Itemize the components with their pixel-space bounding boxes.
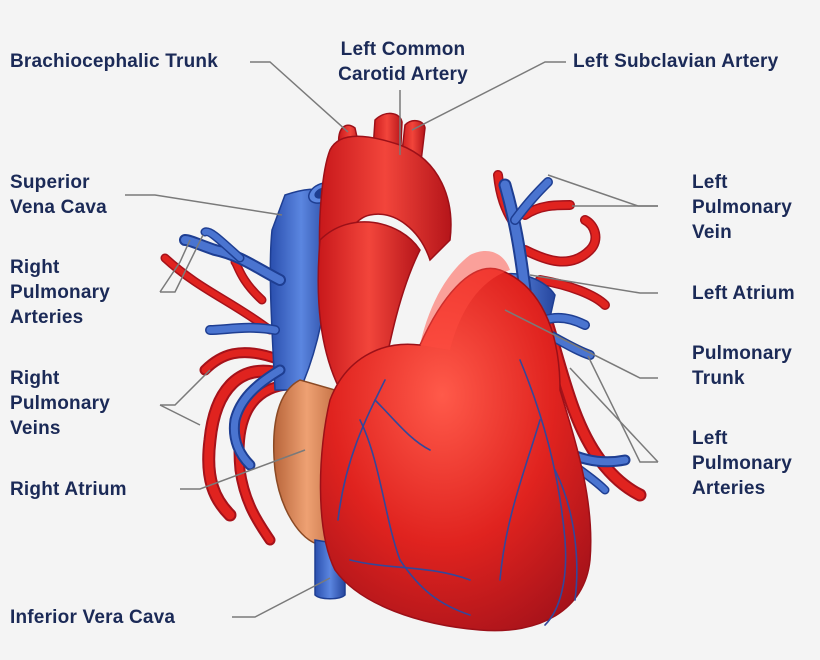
label-pulmonary-trunk: Pulmonary Trunk: [692, 343, 792, 389]
label-brachiocephalic-trunk: Brachiocephalic Trunk: [10, 51, 218, 72]
label-superior-vena-cava: Superior Vena Cava: [10, 172, 107, 218]
right-pulmonary-veins-vessels: [199, 347, 292, 546]
label-inferior-vera-cava: Inferior Vera Cava: [10, 607, 176, 628]
label-left-atrium: Left Atrium: [692, 283, 795, 304]
right-pulmonary-artery-blue: [179, 227, 286, 471]
label-left-subclavian-artery: Left Subclavian Artery: [573, 51, 779, 72]
label-left-pulmonary-arteries: Left Pulmonary Arteries: [692, 428, 792, 499]
aortic-arch: [317, 112, 452, 391]
label-left-common-carotid-artery: Left Common Carotid Artery: [338, 39, 468, 85]
label-right-pulmonary-arteries: Right Pulmonary Arteries: [10, 257, 110, 328]
label-left-pulmonary-vein: Left Pulmonary Vein: [692, 172, 792, 243]
leader-lines: [125, 61, 659, 618]
label-right-pulmonary-veins: Right Pulmonary Veins: [10, 368, 110, 439]
label-right-atrium: Right Atrium: [10, 479, 127, 500]
coronary-vessels: [337, 359, 578, 626]
